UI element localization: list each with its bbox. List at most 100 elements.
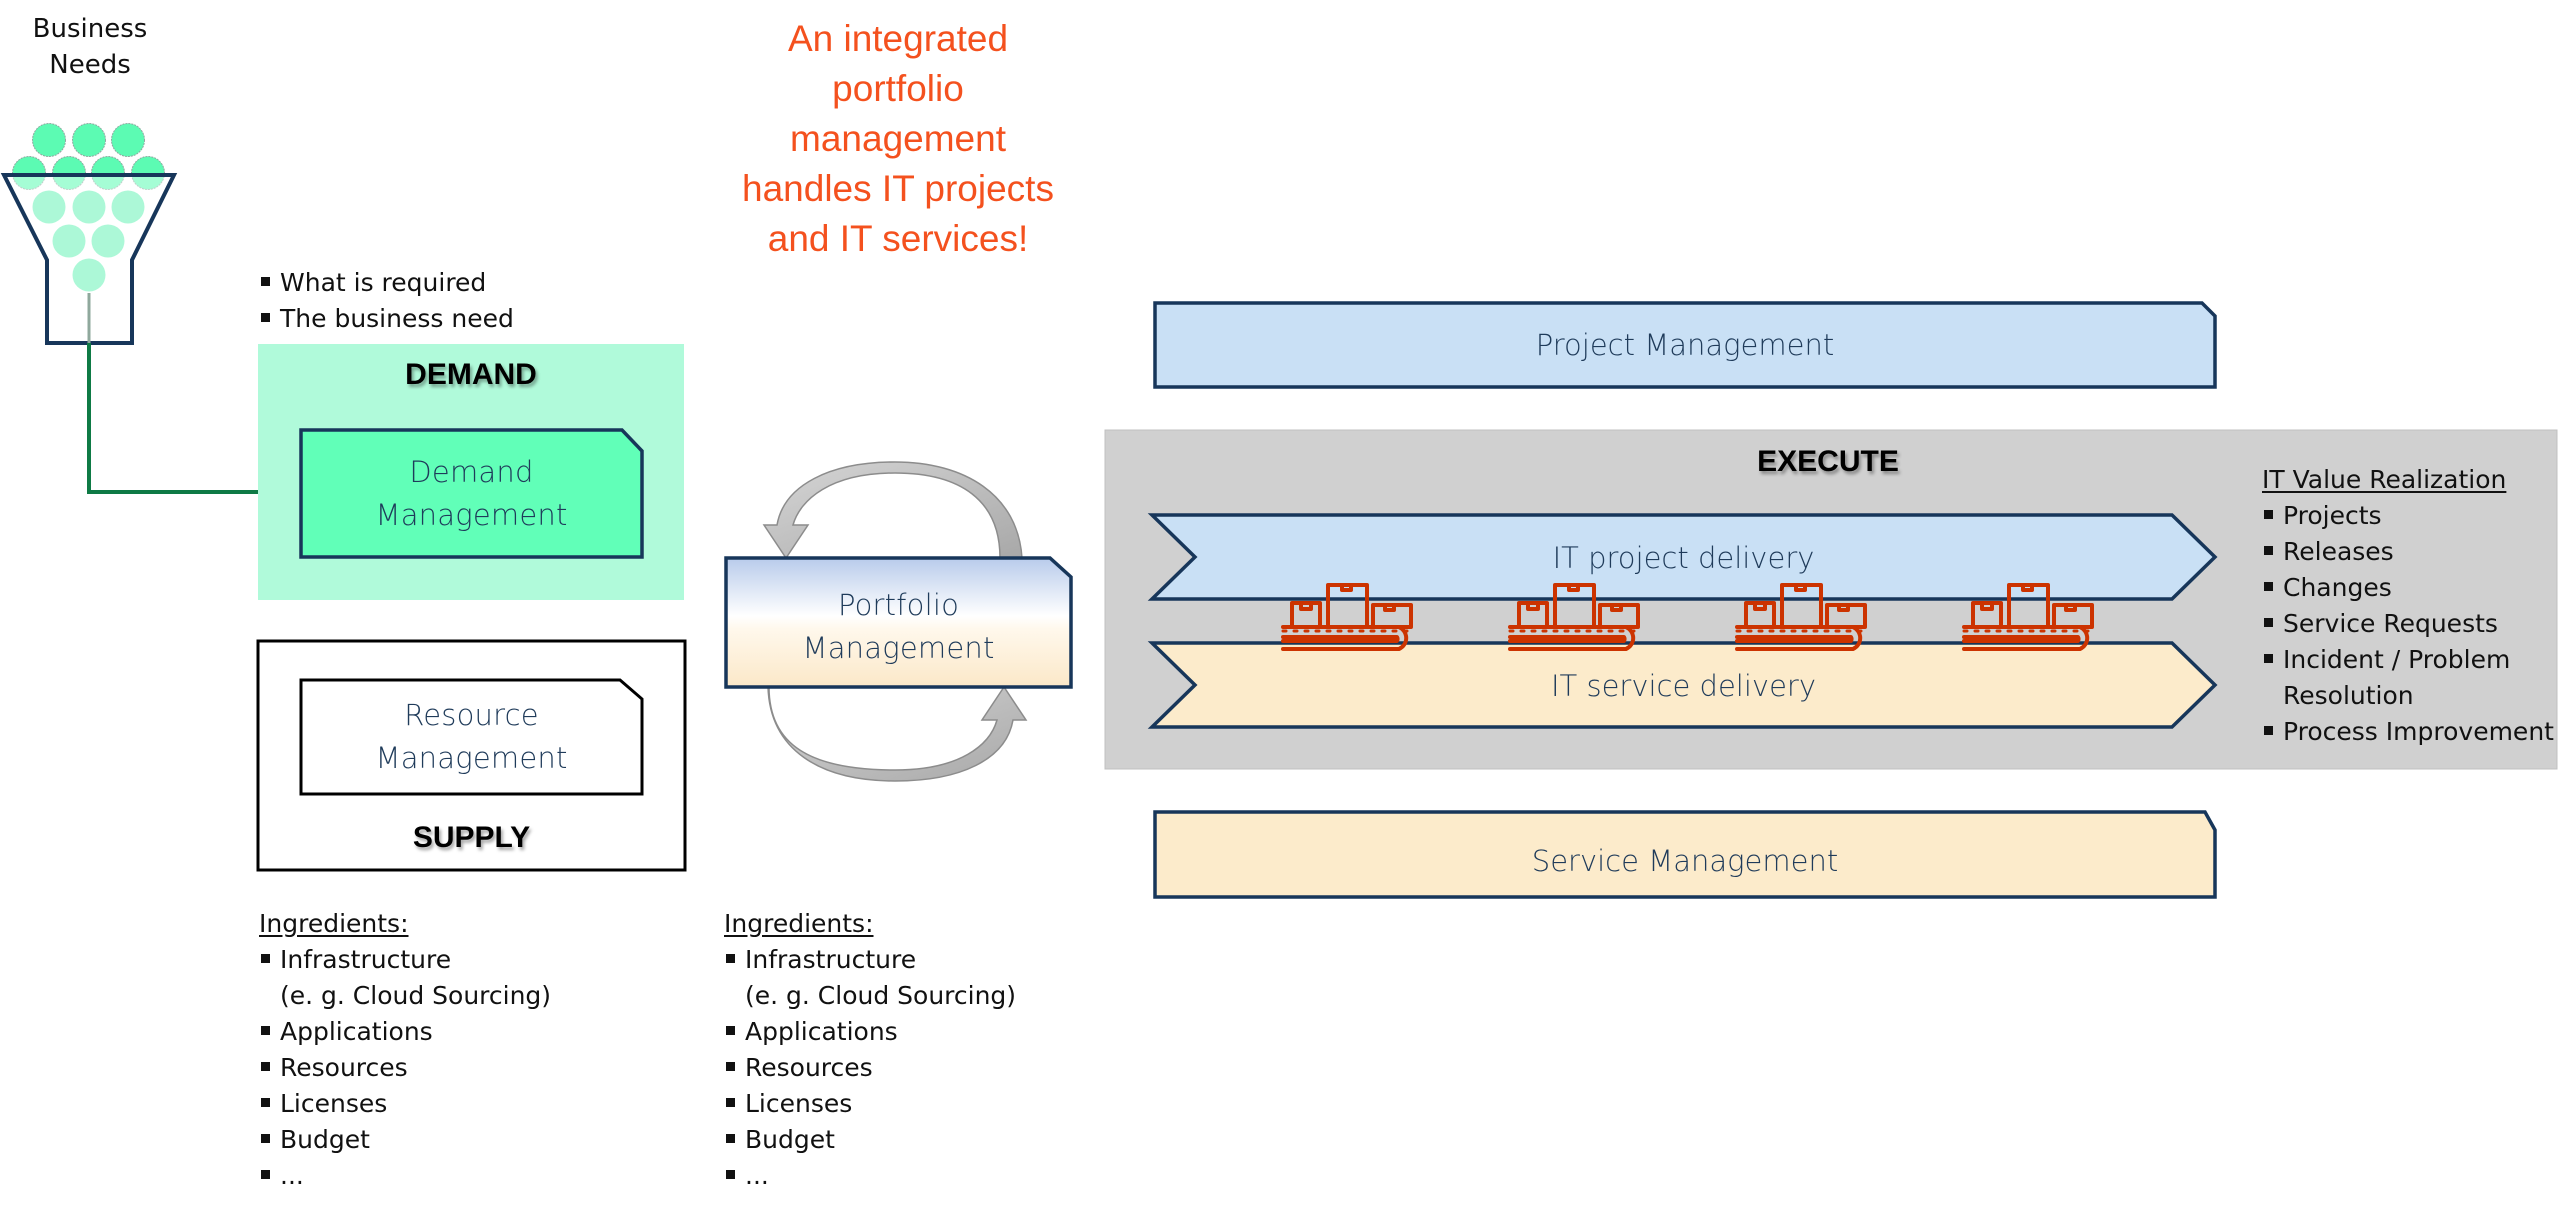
service-management-label: Service Management <box>1531 844 1839 878</box>
list-item-text: ... <box>280 1161 304 1190</box>
headline-line: handles IT projects <box>742 168 1054 209</box>
bullet-icon <box>2264 654 2273 663</box>
demand-management-line1: Demand <box>409 455 534 489</box>
headline-line: management <box>790 118 1006 159</box>
list-item: Infrastructure (e. g. Cloud Sourcing) <box>259 942 551 1014</box>
business-needs-label: Business Needs <box>20 11 160 83</box>
list-item: Budget <box>724 1122 1016 1158</box>
demand-bullets: What is required The business need <box>259 265 514 337</box>
bullet-icon <box>261 1026 270 1035</box>
value-realization-list: IT Value Realization Projects Releases C… <box>2262 462 2554 750</box>
headline: An integrated portfolio management handl… <box>698 14 1098 264</box>
list-item-continuation: Resolution <box>2283 681 2414 710</box>
list-item: ... <box>259 1158 551 1194</box>
resource-management-line1: Resource <box>404 698 539 732</box>
list-item-continuation: (e. g. Cloud Sourcing) <box>280 981 552 1010</box>
list-item-text: Resources <box>745 1053 873 1082</box>
list-item: Applications <box>259 1014 551 1050</box>
it-project-delivery-chevron[interactable] <box>1147 513 2218 601</box>
list-item: Resources <box>259 1050 551 1086</box>
list-item: Budget <box>259 1122 551 1158</box>
business-needs-funnel-icon <box>0 123 178 345</box>
it-service-delivery-chevron[interactable] <box>1147 641 2218 729</box>
resource-management-box[interactable] <box>299 678 644 796</box>
list-item: Applications <box>724 1014 1016 1050</box>
bullet-icon <box>261 313 270 322</box>
project-management-box[interactable] <box>1153 301 2217 389</box>
portfolio-management-box[interactable] <box>724 556 1073 689</box>
list-item: Licenses <box>724 1086 1016 1122</box>
list-item-text: Service Requests <box>2283 609 2498 638</box>
list-item-text: Releases <box>2283 537 2394 566</box>
list-item: ... <box>724 1158 1016 1194</box>
business-needs-line2: Needs <box>49 50 131 80</box>
demand-management-box[interactable] <box>299 428 644 559</box>
it-project-delivery-label: IT project delivery <box>1552 541 1815 575</box>
list-item-text: Process Improvement <box>2283 717 2554 746</box>
bullet-icon <box>726 1098 735 1107</box>
bullet-icon <box>261 954 270 963</box>
list-item-text: Licenses <box>280 1089 388 1118</box>
headline-line: portfolio <box>832 68 964 109</box>
value-realization-header: IT Value Realization <box>2262 465 2507 494</box>
list-item-text: Applications <box>745 1017 898 1046</box>
list-item: What is required <box>259 265 514 301</box>
bullet-icon <box>2264 618 2273 627</box>
bullet-icon <box>2264 546 2273 555</box>
headline-line: and IT services! <box>767 218 1029 259</box>
portfolio-cycle-arrows-icon <box>762 461 1028 782</box>
bullet-icon <box>726 1062 735 1071</box>
list-item-text: Licenses <box>745 1089 853 1118</box>
list-item: Changes <box>2262 570 2554 606</box>
bullet-icon <box>2264 726 2273 735</box>
list-item-continuation: (e. g. Cloud Sourcing) <box>745 981 1017 1010</box>
list-item-text: Infrastructure <box>745 945 917 974</box>
resource-management-label: Resource Management <box>301 694 642 780</box>
bullet-icon <box>261 1098 270 1107</box>
list-item: Infrastructure (e. g. Cloud Sourcing) <box>724 942 1016 1014</box>
it-service-delivery-label: IT service delivery <box>1550 669 1817 703</box>
list-item: Service Requests <box>2262 606 2554 642</box>
list-item: The business need <box>259 301 514 337</box>
list-item: Process Improvement <box>2262 714 2554 750</box>
funnel-to-demand-arrow <box>87 343 300 497</box>
bullet-icon <box>2264 582 2273 591</box>
bullet-icon <box>261 1134 270 1143</box>
list-item-text: Applications <box>280 1017 433 1046</box>
resource-management-line2: Management <box>375 741 568 775</box>
demand-management-label: Demand Management <box>301 451 642 537</box>
list-item-text: What is required <box>280 268 487 297</box>
business-needs-line1: Business <box>32 14 148 44</box>
list-item: Licenses <box>259 1086 551 1122</box>
supply-ingredients-header: Ingredients: <box>259 909 409 938</box>
bullet-icon <box>726 1170 735 1179</box>
execute-heading: EXECUTE <box>1757 445 1899 478</box>
list-item-text: The business need <box>280 304 514 333</box>
portfolio-management-label: Portfolio Management <box>726 584 1071 670</box>
list-item-text: Projects <box>2283 501 2382 530</box>
bullet-icon <box>261 1062 270 1071</box>
portfolio-ingredients-list: Ingredients: Infrastructure (e. g. Cloud … <box>724 906 1016 1194</box>
headline-line: An integrated <box>787 18 1009 59</box>
bullet-icon <box>261 277 270 286</box>
list-item: Releases <box>2262 534 2554 570</box>
bullet-icon <box>726 1134 735 1143</box>
list-item-text: Budget <box>745 1125 835 1154</box>
list-item-text: Budget <box>280 1125 370 1154</box>
portfolio-ingredients-header: Ingredients: <box>724 909 874 938</box>
service-management-box[interactable] <box>1153 810 2217 899</box>
demand-management-line2: Management <box>375 498 568 532</box>
portfolio-management-line2: Management <box>802 631 995 665</box>
bullet-icon <box>261 1170 270 1179</box>
list-item-text: Resources <box>280 1053 408 1082</box>
project-management-label: Project Management <box>1535 328 1835 362</box>
portfolio-management-line1: Portfolio <box>837 588 960 622</box>
list-item-text: Infrastructure <box>280 945 452 974</box>
list-item: Resources <box>724 1050 1016 1086</box>
list-item-text: ... <box>745 1161 769 1190</box>
list-item-text: Changes <box>2283 573 2392 602</box>
supply-ingredients-list: Ingredients: Infrastructure (e. g. Cloud … <box>259 906 551 1194</box>
bullet-icon <box>726 954 735 963</box>
